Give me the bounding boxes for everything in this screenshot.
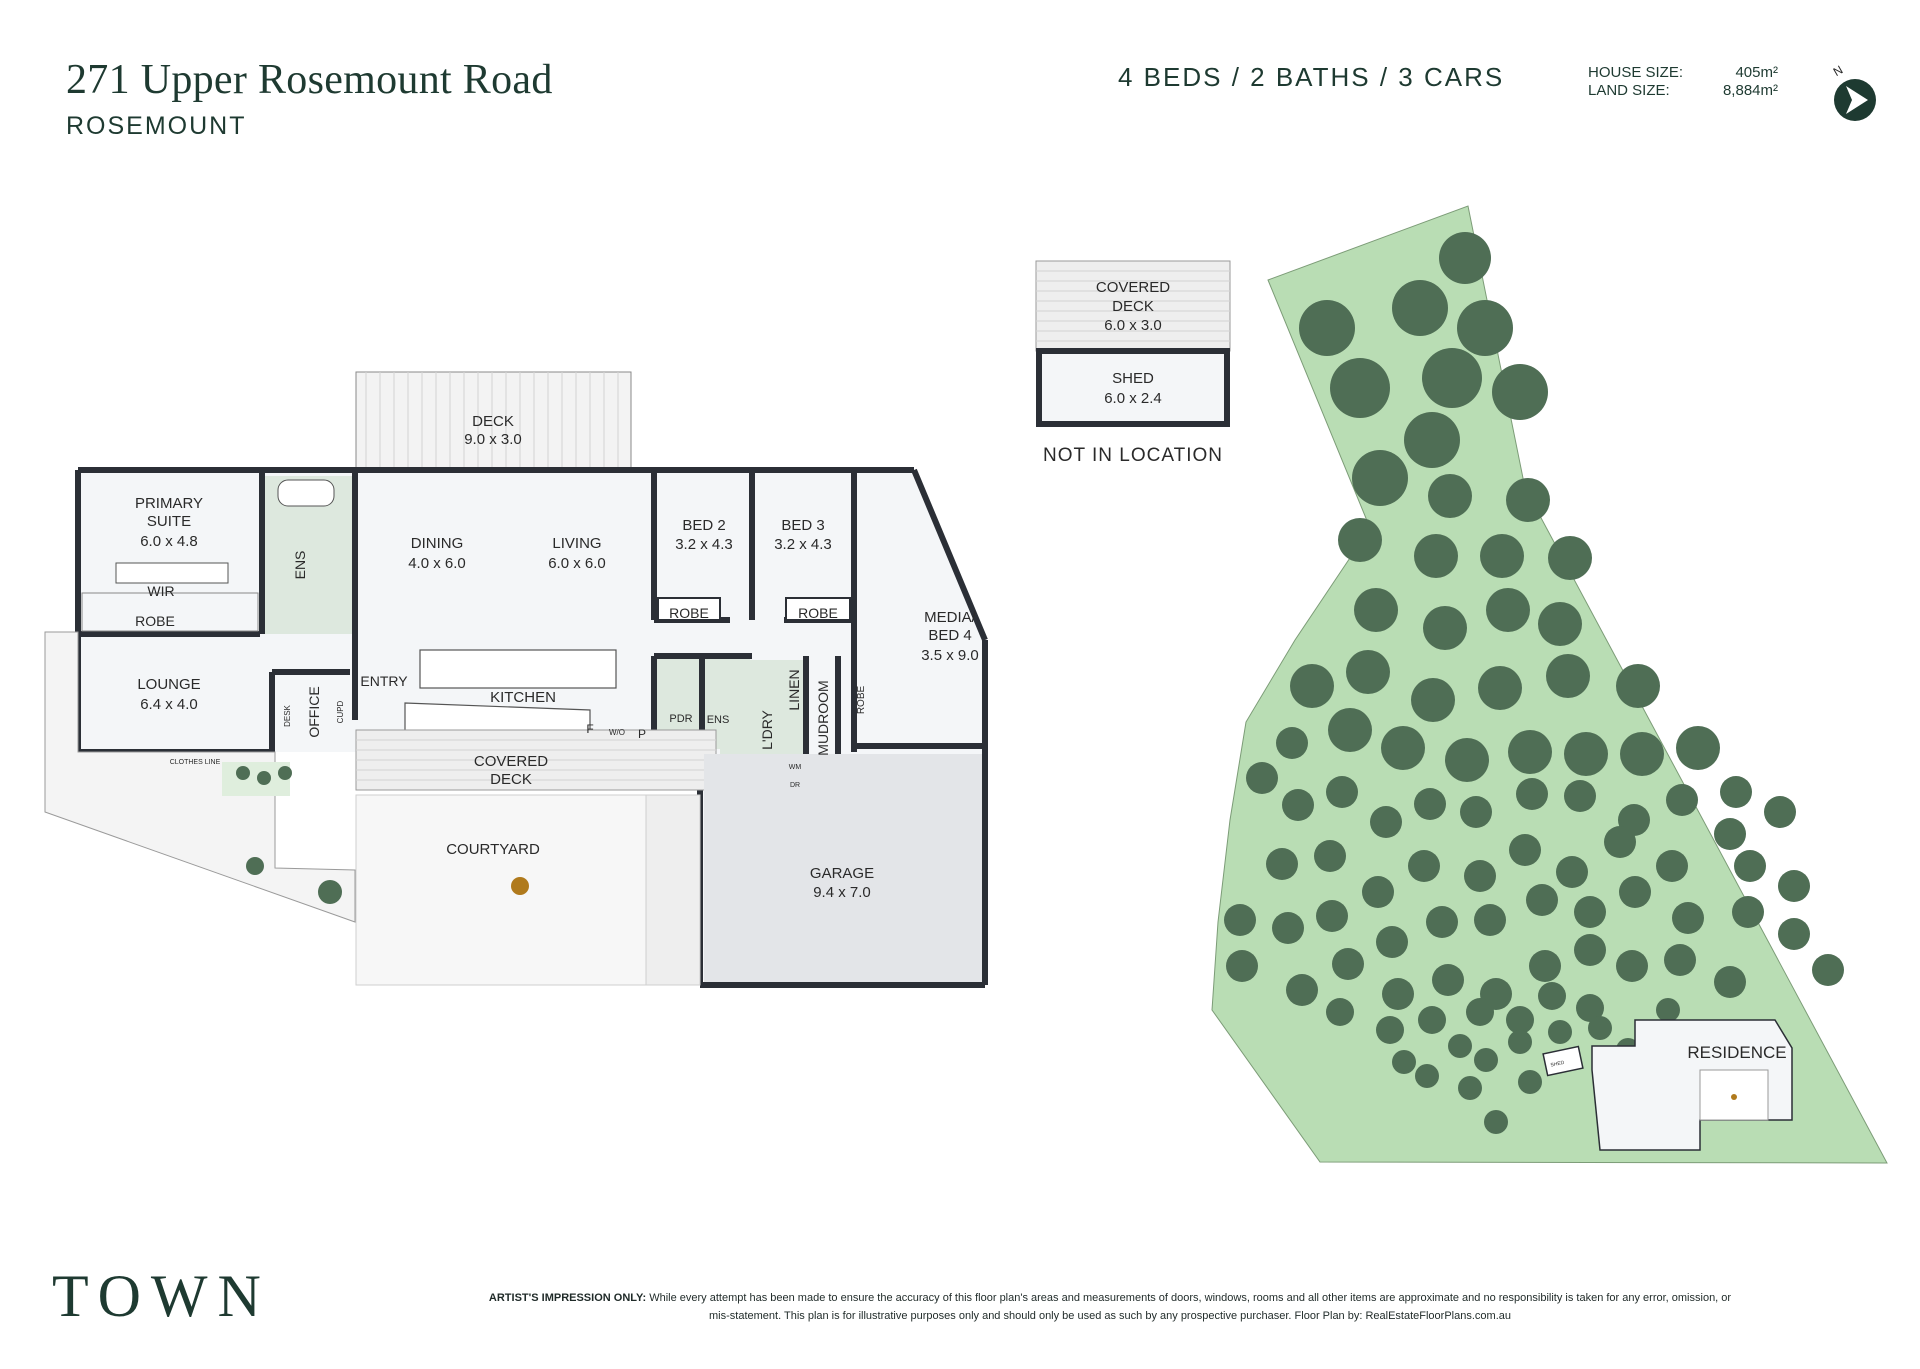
courtyard-area xyxy=(355,794,647,986)
deck-name: DECK xyxy=(472,413,514,430)
primary-robe-label: ROBE xyxy=(135,613,175,629)
disclaimer-heading: ARTIST'S IMPRESSION ONLY: xyxy=(488,1292,647,1304)
desk-label: DESK xyxy=(283,704,292,726)
laundry-label: L'DRY xyxy=(759,709,775,749)
covered-deck-name2: DECK xyxy=(490,771,532,788)
covered-deck-name: COVERED xyxy=(474,753,548,770)
lounge-name: LOUNGE xyxy=(137,676,200,693)
disclaimer: ARTIST'S IMPRESSION ONLY: While every at… xyxy=(480,1289,1740,1325)
office-label: OFFICE xyxy=(306,686,322,737)
ob-deck-name2: DECK xyxy=(1112,298,1154,315)
media-robe-label: ROBE xyxy=(856,686,867,715)
garden-bed xyxy=(222,762,290,796)
floor-plan: DECK 9.0 x 3.0 PRIMARY SUITE 6.0 x 4.8 D… xyxy=(44,371,988,988)
north-label: N xyxy=(1831,63,1846,79)
brand-logo: TOWN xyxy=(52,1263,271,1329)
media-name: MEDIA/ xyxy=(924,609,977,626)
bed3-dims: 3.2 x 4.3 xyxy=(774,536,832,553)
walkin-label: W/O xyxy=(609,728,625,737)
house-size-label: HOUSE SIZE: xyxy=(1588,64,1684,81)
primary-ensuite-label: ENS xyxy=(292,551,308,580)
bed2-robe-label: ROBE xyxy=(669,605,709,621)
primary-dims: 6.0 x 4.8 xyxy=(140,533,198,550)
cupd-label: CUPD xyxy=(336,700,345,723)
property-specs: 4 BEDS / 2 BATHS / 3 CARS xyxy=(1118,62,1505,92)
site-shed xyxy=(1542,1045,1584,1077)
garage-name: GARAGE xyxy=(810,865,874,882)
deck-area xyxy=(355,371,632,469)
land-size-label: LAND SIZE: xyxy=(1588,82,1670,99)
media-dims: 3.5 x 9.0 xyxy=(921,647,979,664)
dining-name: DINING xyxy=(411,535,464,552)
outbuilding-covered-deck xyxy=(1035,260,1231,352)
lounge-dims: 6.4 x 4.0 xyxy=(140,696,198,713)
not-in-location-note: NOT IN LOCATION xyxy=(1043,445,1223,466)
bed2-name: BED 2 xyxy=(682,517,725,534)
disclaimer-body: While every attempt has been made to ens… xyxy=(649,1292,1732,1322)
property-address: 271 Upper Rosemount Road xyxy=(66,57,553,103)
living-name: LIVING xyxy=(552,535,601,552)
ob-deck-name: COVERED xyxy=(1096,279,1170,296)
clothes-line-label: CLOTHES LINE xyxy=(170,759,221,766)
robe-outline xyxy=(81,592,259,632)
media-name2: BED 4 xyxy=(928,627,971,644)
bath-icon xyxy=(277,479,335,507)
bed2-robe xyxy=(657,597,721,621)
site-plan: SHED RESIDENCE xyxy=(1211,205,1888,1164)
land-size-value: 8,884m² xyxy=(1722,82,1778,99)
residence-label: RESIDENCE xyxy=(1687,1043,1786,1062)
kitchen-island xyxy=(419,649,617,689)
garage-area xyxy=(704,754,982,982)
mudroom-label: MUDROOM xyxy=(815,680,831,755)
fire-pit-icon xyxy=(511,877,529,895)
house-size-value: 405m² xyxy=(1735,64,1778,81)
dr-label: DR xyxy=(790,782,800,789)
bed3-name: BED 3 xyxy=(781,517,824,534)
ob-shed-dims: 6.0 x 2.4 xyxy=(1104,390,1162,407)
wir-label: WIR xyxy=(147,583,174,599)
linen-label: LINEN xyxy=(786,669,802,710)
wir-shelf xyxy=(115,562,229,584)
ob-shed-name: SHED xyxy=(1112,370,1154,387)
side-yard xyxy=(44,631,356,923)
bed3-robe xyxy=(785,597,851,621)
fridge-label: F xyxy=(586,722,593,736)
ensuite2-label: ENS xyxy=(707,714,730,726)
wm-label: WM xyxy=(789,764,802,771)
property-suburb: ROSEMOUNT xyxy=(66,112,247,140)
pantry-label: P xyxy=(638,727,646,741)
entry-label: ENTRY xyxy=(360,673,408,689)
pdr-label: PDR xyxy=(669,713,692,725)
garage-dims: 9.4 x 7.0 xyxy=(813,884,871,901)
primary-name: PRIMARY xyxy=(135,495,203,512)
site-shed-label: SHED xyxy=(1550,1060,1565,1069)
outbuilding-shed xyxy=(1036,348,1230,427)
kitchen-name: KITCHEN xyxy=(490,689,556,706)
land-size-row: LAND SIZE: 8,884m² xyxy=(1588,82,1778,100)
dining-dims: 4.0 x 6.0 xyxy=(408,555,466,572)
living-dims: 6.0 x 6.0 xyxy=(548,555,606,572)
outbuilding-plan: COVERED DECK 6.0 x 3.0 SHED 6.0 x 2.4 NO… xyxy=(1035,260,1231,466)
trees xyxy=(1224,232,1844,1134)
deck-dims: 9.0 x 3.0 xyxy=(464,431,522,448)
bed3-robe-label: ROBE xyxy=(798,605,838,621)
house-size-row: HOUSE SIZE: 405m² xyxy=(1588,64,1778,82)
primary-name2: SUITE xyxy=(147,513,191,530)
ob-deck-dims: 6.0 x 3.0 xyxy=(1104,317,1162,334)
property-sizes: HOUSE SIZE: 405m² LAND SIZE: 8,884m² xyxy=(1588,64,1778,100)
courtyard-walkway xyxy=(645,794,701,986)
north-arrow-icon: N xyxy=(1831,63,1876,121)
bed2-dims: 3.2 x 4.3 xyxy=(675,536,733,553)
courtyard-name: COURTYARD xyxy=(446,841,540,858)
